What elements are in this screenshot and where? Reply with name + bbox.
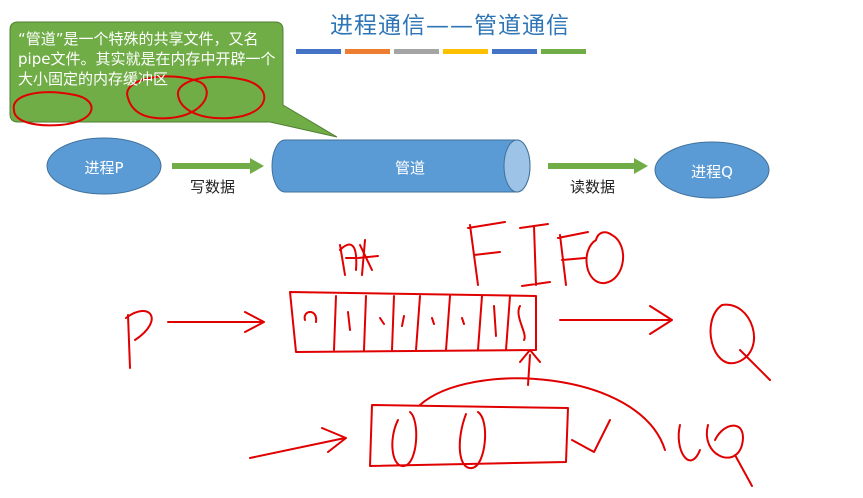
- ink-circle-memory: [176, 75, 266, 120]
- ink-circle-buffer: [12, 91, 93, 127]
- ink-lower-cell-2: [458, 411, 487, 469]
- write-arrow: [172, 158, 264, 174]
- ink-lower-arrow: [249, 427, 347, 459]
- ink-circle-fixed-size: [126, 75, 208, 120]
- ink-letter-p: [125, 310, 153, 369]
- read-data-label: 读数据: [570, 178, 616, 196]
- ink-letter-q: [709, 303, 771, 381]
- write-data-label: 写数据: [190, 178, 236, 196]
- stripe-3: [394, 49, 439, 54]
- pipe-cylinder: [271, 139, 531, 193]
- page-title: 进程通信——管道通信: [330, 13, 570, 39]
- stripe-4: [443, 49, 488, 54]
- ink-buffer-data-marks: [303, 305, 526, 341]
- ink-neicun: [339, 239, 379, 276]
- pipe-label: 管道: [394, 159, 425, 177]
- ink-curve-arrow: [419, 377, 666, 453]
- ink-buffer-dividers: [333, 295, 511, 351]
- ink-lower-cell-1: [391, 411, 418, 467]
- stripe-1: [296, 49, 341, 54]
- process-p-label: 进程P: [84, 159, 124, 177]
- ink-arrow-p-to-buffer: [167, 311, 265, 333]
- ink-arrow-buffer-to-q: [559, 305, 673, 335]
- ink-buffer-box: [289, 291, 537, 353]
- read-arrow: [548, 158, 648, 174]
- stripe-6: [541, 49, 586, 54]
- ink-lower-box: [369, 404, 569, 467]
- stripe-2: [345, 49, 390, 54]
- process-q-label: 进程Q: [691, 163, 733, 181]
- ink-lower-q: [677, 424, 753, 487]
- ink-up-arrow: [519, 349, 541, 386]
- stripe-5: [492, 49, 537, 54]
- process-p-node: [46, 137, 162, 195]
- process-q-node: [654, 141, 770, 199]
- callout-text: “管道”是一个特殊的共享文件，又名pipe文件。其实就是在内存中开辟一个大小固定…: [18, 30, 276, 88]
- ink-fifo: [467, 221, 625, 287]
